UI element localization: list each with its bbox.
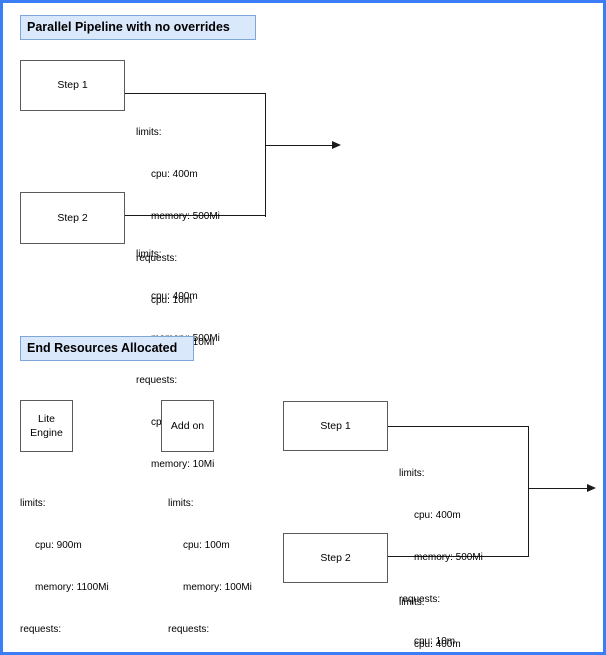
spec-add-on-limits-cpu: cpu: 100m — [183, 540, 230, 551]
connector-bottom-output-line — [528, 488, 588, 490]
spec-bottom-step-2-limits-label: limits: — [399, 597, 425, 608]
spec-lite-engine-requests-label: requests: — [20, 624, 62, 635]
node-lite-engine-label: Lite Engine — [30, 412, 63, 439]
spec-top-step-2-limits-label: limits: — [136, 249, 162, 260]
node-bottom-step-2-label: Step 2 — [320, 551, 351, 564]
spec-bottom-step-1: limits: cpu: 400m memory: 500Mi requests… — [399, 439, 483, 652]
spec-bottom-step-1-limits-label: limits: — [399, 468, 425, 479]
connector-top-junction-vertical — [265, 93, 267, 217]
spec-top-step-1-requests-cpu: cpu: 10m — [151, 295, 193, 306]
node-lite-engine[interactable]: Lite Engine — [20, 400, 73, 452]
connector-top-output-line — [265, 145, 333, 147]
spec-lite-engine-limits-memory: memory: 1100Mi — [35, 582, 109, 593]
arrowhead-bottom-output-icon — [587, 484, 596, 492]
spec-lite-engine-limits-label: limits: — [20, 498, 46, 509]
spec-add-on: limits: cpu: 100m memory: 100Mi requests… — [168, 469, 252, 652]
diagram-body: Parallel Pipeline with no overrides Step… — [3, 3, 603, 652]
spec-top-step-2-requests-label: requests: — [136, 375, 178, 386]
node-top-step-2-label: Step 2 — [57, 211, 88, 224]
node-top-step-2[interactable]: Step 2 — [20, 192, 125, 244]
node-bottom-step-1[interactable]: Step 1 — [283, 401, 388, 451]
connector-bottom-step-1-horizontal — [388, 426, 529, 428]
spec-bottom-step-1-limits-cpu: cpu: 400m — [414, 510, 461, 521]
banner-end-resources-label: End Resources Allocated — [27, 341, 178, 356]
banner-parallel-pipeline: Parallel Pipeline with no overrides — [20, 15, 256, 40]
spec-top-step-2-limits-cpu: cpu: 400m — [151, 291, 198, 302]
spec-top-step-1-limits-memory: memory: 500Mi — [151, 211, 220, 222]
spec-bottom-step-1-requests-label: requests: — [399, 594, 441, 605]
spec-add-on-limits-label: limits: — [168, 498, 194, 509]
node-add-on-label: Add on — [170, 419, 205, 432]
arrowhead-top-output-icon — [332, 141, 341, 149]
spec-lite-engine: limits: cpu: 900m memory: 1100Mi request… — [20, 469, 109, 652]
spec-add-on-limits-memory: memory: 100Mi — [183, 582, 252, 593]
spec-add-on-requests-label: requests: — [168, 624, 210, 635]
spec-top-step-1-limits-cpu: cpu: 400m — [151, 169, 198, 180]
node-top-step-1[interactable]: Step 1 — [20, 60, 125, 111]
spec-bottom-step-1-limits-memory: memory: 500Mi — [414, 552, 483, 563]
spec-top-step-2-requests-memory: memory: 10Mi — [151, 459, 215, 470]
spec-lite-engine-limits-cpu: cpu: 900m — [35, 540, 82, 551]
spec-bottom-step-2-limits-cpu: cpu: 400m — [414, 639, 461, 650]
node-add-on[interactable]: Add on — [161, 400, 214, 452]
node-bottom-step-2[interactable]: Step 2 — [283, 533, 388, 583]
spec-bottom-step-1-requests-cpu: cpu: 10m — [414, 636, 456, 647]
connector-bottom-step-2-horizontal — [388, 556, 529, 558]
spec-top-step-1-requests-label: requests: — [136, 253, 178, 264]
banner-parallel-pipeline-label: Parallel Pipeline with no overrides — [27, 20, 230, 35]
banner-end-resources: End Resources Allocated — [20, 336, 194, 361]
connector-bottom-junction-vertical — [528, 426, 530, 557]
connector-top-step-1-horizontal — [125, 93, 266, 95]
connector-top-step-2-horizontal — [125, 215, 266, 217]
spec-top-step-1-limits-label: limits: — [136, 127, 162, 138]
spec-bottom-step-2: limits: cpu: 400m memory: 500Mi requests… — [399, 568, 483, 652]
node-bottom-step-1-label: Step 1 — [320, 419, 351, 432]
node-top-step-1-label: Step 1 — [57, 79, 88, 92]
